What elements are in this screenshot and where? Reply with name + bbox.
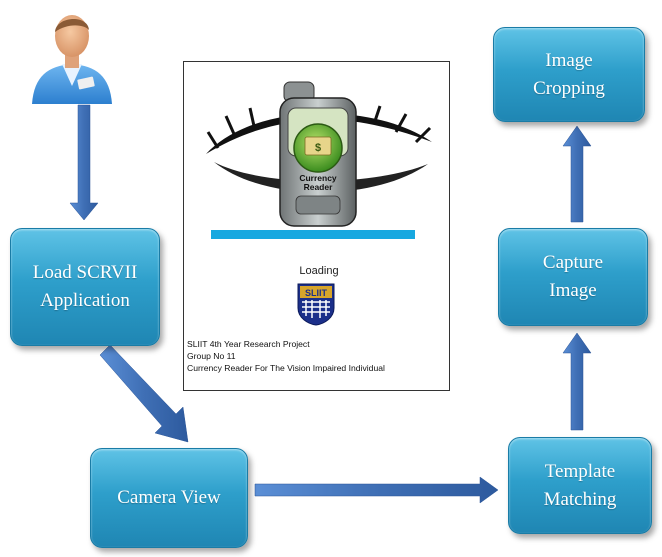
template-matching-box: Template Matching <box>508 437 652 534</box>
arrow-camera-to-template <box>254 476 499 504</box>
currency-reader-logo-icon: $ Currency Reader <box>206 81 432 227</box>
box-label: Template <box>544 460 616 482</box>
camera-view-box: Camera View <box>90 448 248 548</box>
logo-text-line-1: Currency <box>299 173 337 183</box>
arrow-user-to-load <box>69 104 99 221</box>
footer-line: SLIIT 4th Year Research Project <box>187 339 310 349</box>
arrow-template-to-capture <box>562 332 592 431</box>
box-label: Capture <box>542 252 604 273</box>
app-splash-screen: $ Currency Reader Loading SLIIT SLIIT 4t… <box>183 61 450 391</box>
box-label: Matching <box>543 488 617 510</box>
svg-text:$: $ <box>315 142 321 154</box>
arrow-load-to-camera <box>99 344 189 443</box>
box-label: Camera View <box>117 487 221 508</box>
box-label: Image <box>545 49 593 71</box>
footer-line: Currency Reader For The Vision Impaired … <box>187 363 385 373</box>
box-label: Image <box>549 280 597 301</box>
arrow-capture-to-crop <box>562 125 592 223</box>
sliit-logo-icon: SLIIT <box>297 283 335 326</box>
splash-footer: SLIIT 4th Year Research Project Group No… <box>187 338 449 374</box>
box-label: Cropping <box>533 77 605 99</box>
logo-text-line-2: Reader <box>304 182 334 192</box>
footer-line: Group No 11 <box>187 351 236 361</box>
loading-text: Loading <box>299 265 339 277</box>
capture-image-box: Capture Image <box>498 228 648 326</box>
user-icon <box>32 15 112 104</box>
image-cropping-box: Image Cropping <box>493 27 645 122</box>
box-label: Load SCRVII <box>32 262 138 283</box>
load-application-box: Load SCRVII Application <box>10 228 160 346</box>
box-label: Application <box>40 290 130 311</box>
sliit-logo-text: SLIIT <box>305 288 328 298</box>
progress-bar <box>211 230 415 239</box>
